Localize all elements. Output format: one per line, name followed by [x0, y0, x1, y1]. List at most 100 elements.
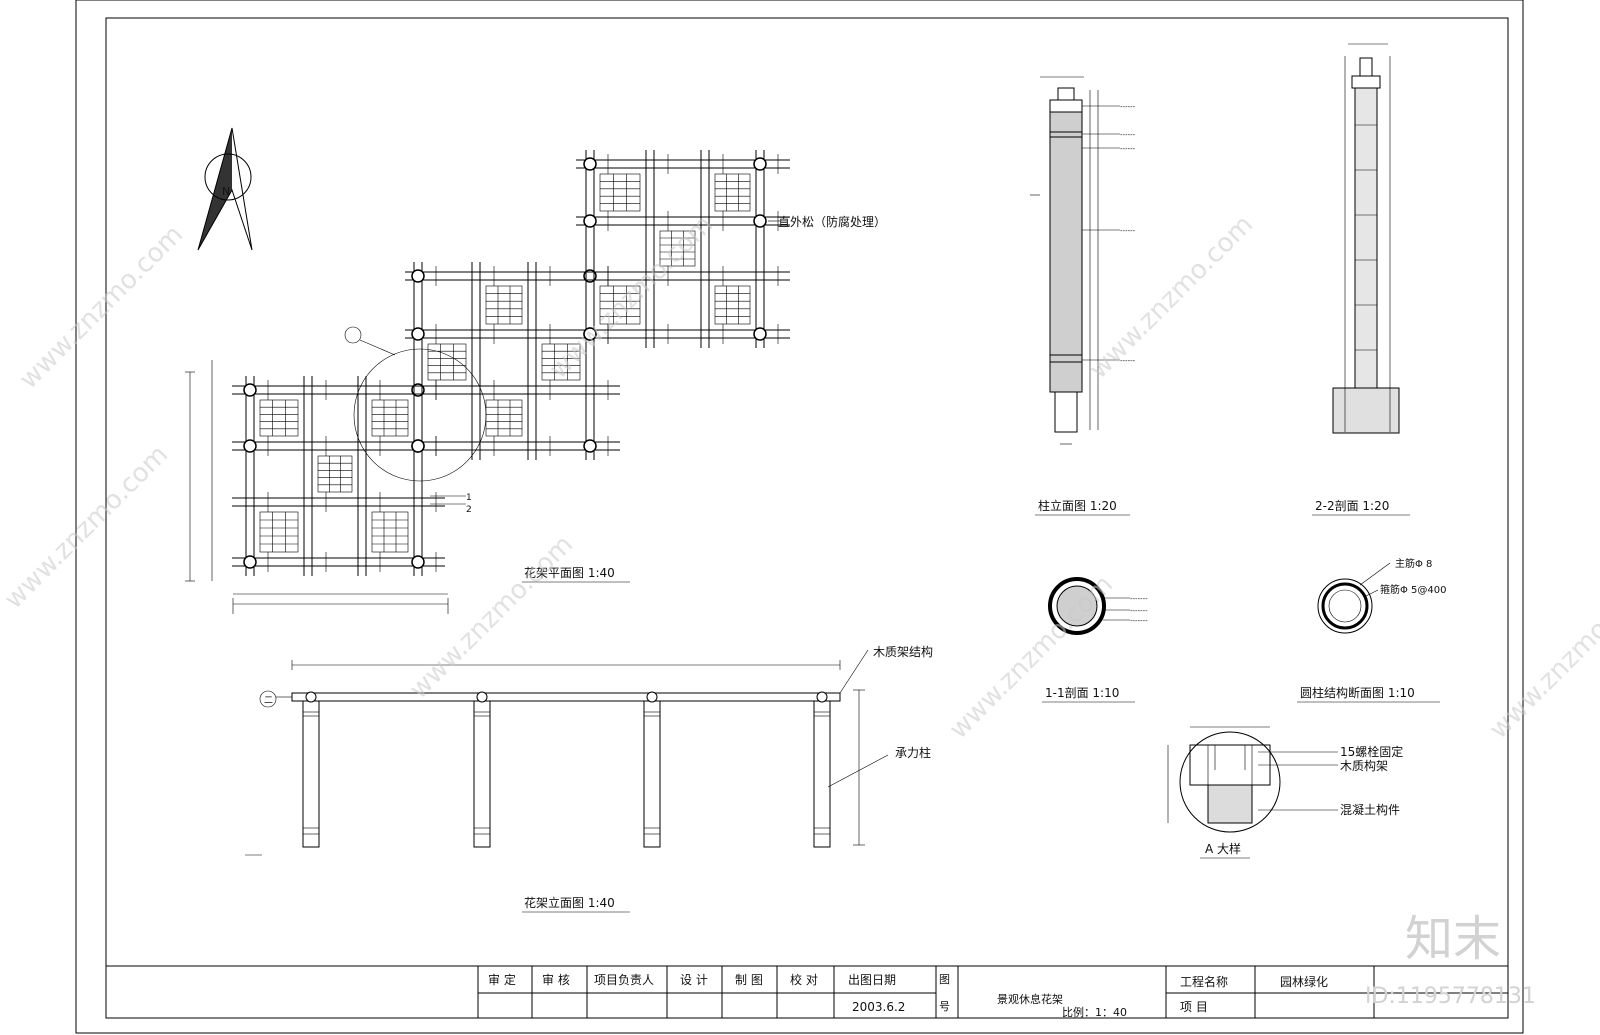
elevation-marker [259, 690, 277, 708]
post [243, 383, 257, 397]
post-callout: 直外松（防腐处理） [778, 214, 886, 229]
lattice-panel [599, 173, 641, 212]
post [583, 214, 597, 228]
detail-a: 15螺栓固定 木质构架 混凝土构件 [1167, 726, 1403, 833]
plan-title: 花架平面图 1:40 [524, 565, 615, 580]
section-marker-1: 1 [466, 493, 472, 503]
watermark-3: www.znzmo.com [404, 530, 579, 705]
column [302, 700, 320, 848]
tb-date: 2003.6.2 [852, 1000, 905, 1014]
tb-header-2: 审 核 [542, 972, 570, 987]
tb-header-6: 校 对 [790, 972, 818, 987]
inner-border [105, 17, 1509, 1019]
beam-end [305, 691, 317, 703]
structure-callout: 木质架结构 [873, 644, 933, 659]
lattice-panel [427, 343, 467, 381]
watermark-5: www.znzmo.com [944, 570, 1119, 745]
post [243, 439, 257, 453]
detail-marker [344, 326, 362, 344]
lattice-panel [714, 173, 751, 212]
pergola-plan [232, 150, 790, 576]
sheet-border [75, 0, 1524, 1034]
svg-text:-------: ------- [1130, 617, 1148, 625]
round-column-note-2: 箍筋Φ 5@400 [1380, 583, 1447, 596]
post [583, 269, 597, 283]
tb-header-7: 出图日期 [848, 973, 896, 987]
detail-a-title: A 大样 [1205, 841, 1241, 856]
svg-text:------: ------ [1120, 145, 1136, 153]
column [643, 700, 661, 848]
title-block: 审 定 审 核 项目负责人 设 计 制 图 校 对 出图日期 2003.6.2 … [106, 965, 1508, 1019]
svg-text:------: ------ [1120, 227, 1136, 235]
svg-text:-------: ------- [1130, 595, 1148, 603]
section-2-2-title: 2-2剖面 1:20 [1315, 499, 1389, 513]
tb-header-5: 制 图 [735, 973, 763, 987]
detail-a-note-3: 混凝土构件 [1340, 802, 1400, 817]
column-elevation: ------ ------ ------ ------ ------ [1030, 76, 1136, 445]
post [411, 269, 425, 283]
svg-text:------: ------ [1120, 103, 1136, 111]
post [411, 439, 425, 453]
tb-figure-label: 图 [939, 973, 950, 986]
column-elevation-title: 柱立面图 1:20 [1038, 498, 1117, 513]
post [583, 439, 597, 453]
column [813, 700, 831, 848]
post [583, 327, 597, 341]
section-2-2 [1332, 43, 1400, 434]
watermark-brand: 知末 [1405, 911, 1501, 967]
post [753, 214, 767, 228]
column [473, 700, 491, 848]
svg-text:------: ------ [1120, 357, 1136, 365]
tb-header-1: 审 定 [488, 972, 516, 987]
lattice-panel [371, 511, 409, 553]
watermark-4: www.znzmo.com [544, 210, 719, 385]
round-column-note-1: 主筋Φ 8 [1395, 557, 1432, 570]
detail-a-callout-circle [353, 348, 487, 482]
post [753, 327, 767, 341]
round-column-title: 圆柱结构断面图 1:10 [1300, 685, 1415, 700]
beam-end [646, 691, 658, 703]
detail-a-note-2: 木质构架 [1340, 758, 1388, 773]
lattice-panel [371, 399, 409, 437]
watermark-6: www.znzmo.com [1084, 210, 1259, 385]
post [411, 327, 425, 341]
post [411, 383, 425, 397]
tb-item-label: 项 目 [1180, 1000, 1208, 1014]
post [583, 157, 597, 171]
post [411, 555, 425, 569]
watermark-id: ID:1195778131 [1365, 984, 1536, 1009]
lattice-panel [317, 455, 353, 493]
lattice-panel [714, 285, 751, 325]
top-beam [291, 692, 841, 702]
pergola-elevation [276, 691, 841, 848]
lattice-panel [485, 399, 523, 437]
svg-text:号: 号 [939, 1000, 950, 1013]
elevation-title: 花架立面图 1:40 [524, 895, 615, 910]
post [753, 157, 767, 171]
tb-header-4: 设 计 [680, 973, 708, 987]
lattice-panel [485, 285, 523, 325]
svg-text:-------: ------- [1130, 607, 1148, 615]
tb-project-name: 园林绿化 [1280, 974, 1328, 989]
plan-dimensions [185, 360, 449, 614]
section-1-1-title: 1-1剖面 1:10 [1045, 686, 1119, 700]
watermark-7: www.znzmo.com [1484, 570, 1600, 745]
north-arrow: N [197, 127, 253, 251]
elevation-marker-label: 二 [264, 696, 273, 706]
tb-scale: 比例：1：40 [1062, 1005, 1127, 1019]
lattice-panel [659, 230, 696, 267]
lattice-panel [599, 285, 641, 325]
svg-text:------: ------ [1120, 131, 1136, 139]
watermark-2: www.znzmo.com [0, 440, 174, 615]
beam-end [476, 691, 488, 703]
watermark-1: www.znzmo.com [14, 220, 189, 395]
lattice-panel [259, 399, 299, 437]
detail-a-note-1: 15螺栓固定 [1340, 744, 1403, 759]
section-1-1: ------- ------- ------- [1048, 577, 1148, 635]
post [243, 555, 257, 569]
north-label: N [222, 185, 230, 198]
beam-end [816, 691, 828, 703]
tb-project-name-label: 工程名称 [1180, 974, 1228, 989]
lattice-panel [259, 511, 299, 553]
